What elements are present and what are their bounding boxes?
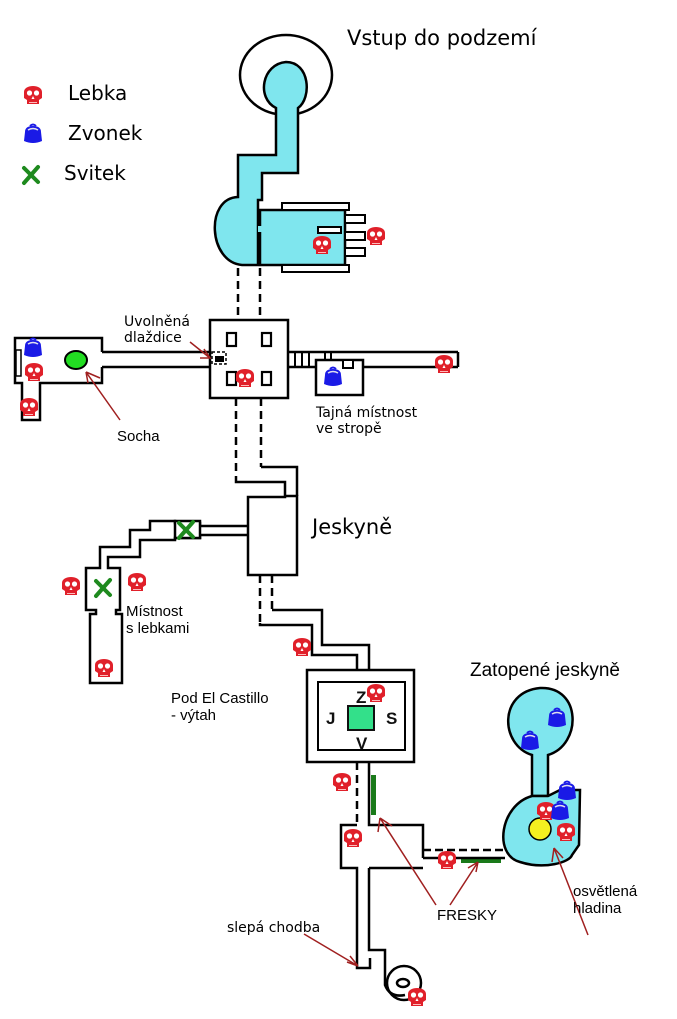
corridor-cave-elevator: [258, 575, 371, 670]
skull-icon: [127, 572, 147, 592]
scroll-icons: [22, 165, 195, 598]
elevator-label: Pod El Castillo - výtah: [171, 690, 269, 725]
statue-icon: [64, 350, 88, 370]
skull-icon: [292, 637, 312, 657]
entrance-area: [213, 33, 366, 273]
statue-wing: [13, 336, 210, 422]
skull-room-label-line2: s lebkami: [126, 620, 190, 638]
loose-tile-label: Uvolněná dlaždice: [124, 314, 190, 346]
legend-bell-icon: [23, 123, 43, 144]
south-corridor: [339, 762, 425, 1002]
dead-end-label: slepá chodba: [227, 920, 321, 936]
skull-icon: [437, 850, 457, 870]
loose-tile-label-line2: dlaždice: [124, 330, 182, 347]
secret-room-label: Tajná místnost ve stropě: [316, 405, 417, 437]
elevator-dir-south: V: [356, 734, 368, 753]
corridor-entrance-cross: [236, 268, 262, 320]
legend-skull-icon: [23, 85, 43, 105]
elevator-dir-east: S: [386, 709, 398, 728]
loose-tile-label-line1: Uvolněná: [124, 314, 190, 330]
skull-icon: [61, 576, 81, 596]
secret-room-label-line2: ve stropě: [316, 421, 382, 438]
skull-room-label-line1: Místnost: [126, 603, 183, 620]
elevator-dir-north: Z: [356, 688, 367, 707]
page-title: Vstup do podzemí: [347, 26, 537, 50]
annotation-arrows: [85, 341, 589, 967]
skull-icon: [366, 226, 386, 246]
elevator-label-line2: - výtah: [171, 707, 217, 725]
skull-icon: [94, 658, 114, 678]
elevator-platform[interactable]: [347, 705, 375, 731]
lit-water-surface: [528, 817, 552, 841]
skull-icon: [332, 772, 352, 792]
entrance-side-room: [258, 208, 347, 267]
fresco-east: [461, 857, 501, 863]
bell-icon: [557, 780, 577, 801]
skull-icon: [407, 987, 427, 1007]
skull-icon: [434, 354, 454, 374]
fresco-north: [371, 775, 376, 815]
cave-label: Jeskyně: [312, 515, 393, 539]
corridor-to-flooded: [423, 848, 505, 860]
secret-room-label-line1: Tajná místnost: [316, 405, 418, 421]
cave-west-wing: [84, 519, 248, 685]
legend-label-scroll: Svitek: [64, 161, 126, 185]
scroll-icon: [94, 578, 112, 598]
corridor-cross-cave: [234, 398, 299, 577]
lit-water-label-line2: hladina: [573, 900, 622, 918]
lit-water-label: osvětlená hladina: [573, 883, 637, 918]
elevator-room: [305, 668, 416, 764]
statue-label: Socha: [117, 428, 160, 445]
bell-icon: [23, 337, 43, 358]
elevator-dir-west: J: [326, 709, 336, 728]
frescoes-label: FRESKY: [437, 907, 498, 924]
cross-room: [208, 318, 460, 400]
legend-scroll-icon: [22, 165, 40, 185]
skull-icon: [24, 362, 44, 382]
lit-water-label-line1: osvětlená: [573, 883, 638, 900]
skull-room-label: Místnost s lebkami: [126, 603, 189, 638]
skull-icon: [343, 828, 363, 848]
flooded-caves-label: Zatopené jeskyně: [470, 660, 620, 681]
elevator-label-line1: Pod El Castillo: [171, 690, 269, 707]
legend-label-bell: Zvonek: [68, 121, 143, 145]
legend-label-skull: Lebka: [68, 81, 128, 105]
